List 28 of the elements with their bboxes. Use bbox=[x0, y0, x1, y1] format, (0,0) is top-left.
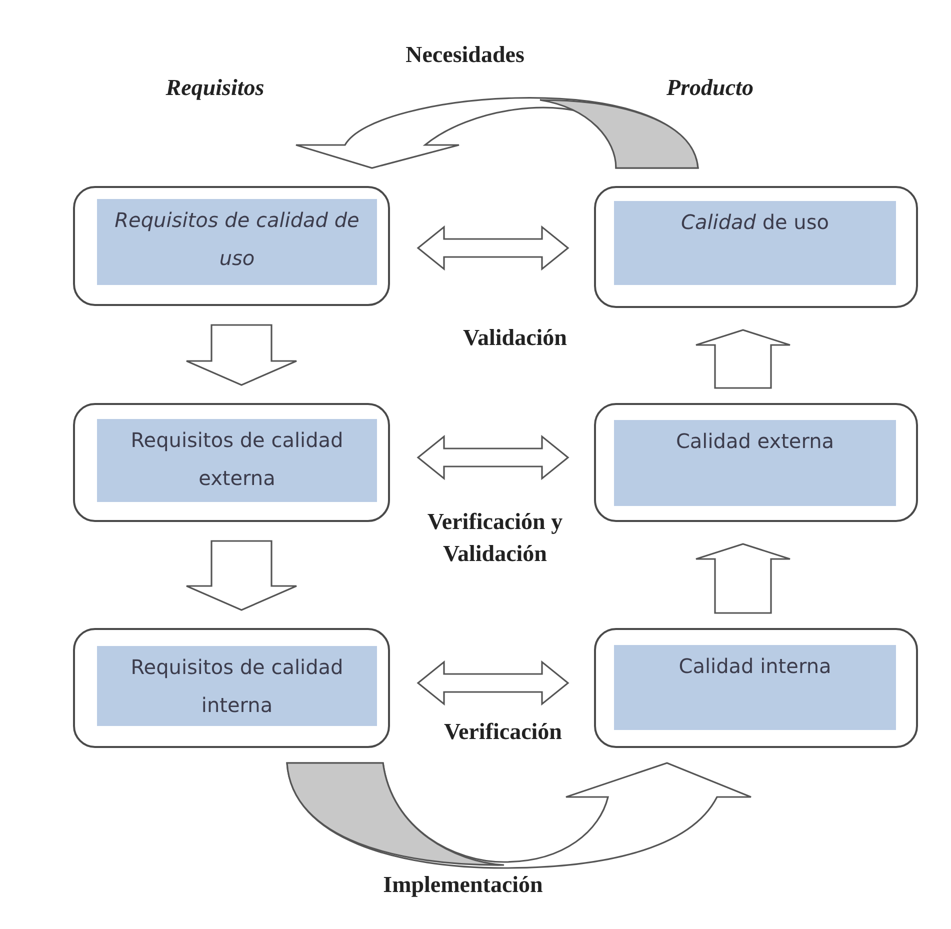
rounded-box bbox=[73, 628, 390, 748]
block-arrow bbox=[186, 324, 298, 386]
caption-label: Requisitos bbox=[166, 74, 264, 102]
edge-label: Verificación bbox=[444, 718, 562, 746]
rounded-box bbox=[73, 186, 390, 306]
block-arrow bbox=[416, 660, 570, 706]
curved-block-arrow bbox=[286, 762, 752, 869]
text-box: Requisitos de calidad interna bbox=[97, 646, 377, 726]
text-box: Calidad externa bbox=[614, 420, 896, 506]
text-box: Requisitos de calidad de uso bbox=[97, 199, 377, 285]
rounded-box bbox=[594, 628, 918, 748]
caption-label: Producto bbox=[666, 74, 754, 102]
text-box: Calidad interna bbox=[614, 645, 896, 730]
edge-label: Implementación bbox=[383, 871, 543, 899]
block-arrow bbox=[695, 543, 791, 614]
block-arrow bbox=[186, 540, 298, 611]
block-arrow bbox=[416, 434, 570, 480]
block-arrow bbox=[695, 329, 791, 389]
curved-block-arrow bbox=[295, 97, 699, 169]
edge-label: Validación bbox=[463, 324, 567, 352]
text-box: Calidad de uso bbox=[614, 201, 896, 285]
rounded-box bbox=[73, 403, 390, 522]
edge-label: Verificación y Validación bbox=[426, 508, 564, 568]
block-arrow bbox=[416, 225, 570, 271]
edge-label: Necesidades bbox=[406, 41, 524, 69]
rounded-box bbox=[594, 403, 918, 522]
rounded-box bbox=[594, 186, 918, 308]
text-box: Requisitos de calidad externa bbox=[97, 419, 377, 502]
